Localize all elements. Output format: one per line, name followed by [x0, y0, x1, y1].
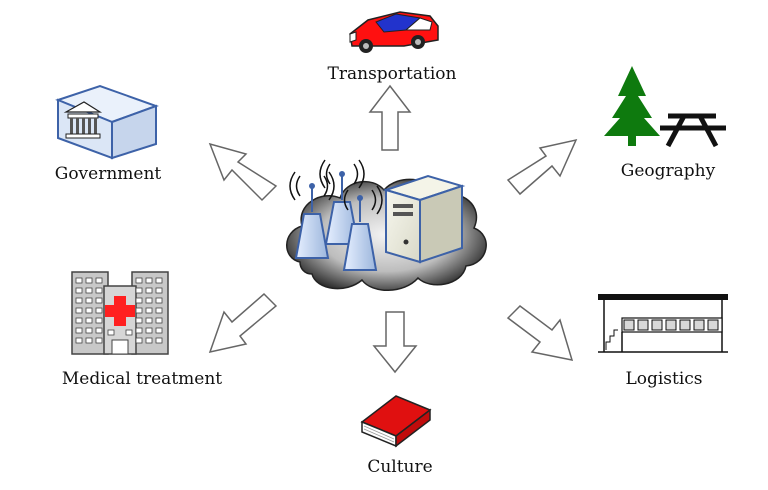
- book-icon: [360, 395, 432, 448]
- label-geography: Geography: [620, 161, 716, 181]
- government-building-icon: [55, 84, 159, 160]
- arrow-down: [372, 311, 418, 374]
- label-logistics: Logistics: [625, 369, 703, 389]
- label-culture: Culture: [367, 457, 433, 477]
- arrow-up: [368, 84, 412, 151]
- antenna-towers-icon: [289, 159, 383, 271]
- car-icon: [349, 11, 439, 53]
- hospital-icon: [71, 271, 169, 355]
- warehouse-icon: [598, 294, 728, 353]
- arrow-up-left: [208, 142, 278, 202]
- label-medical-treatment: Medical treatment: [61, 369, 223, 389]
- arrow-down-right: [506, 305, 574, 361]
- label-transportation: Transportation: [327, 64, 457, 84]
- cloud-server-icon: [286, 159, 487, 291]
- label-government: Government: [54, 164, 162, 184]
- server-icon: [382, 174, 466, 264]
- arrow-down-left: [208, 292, 278, 354]
- tree-icon: [604, 66, 660, 146]
- arrow-up-right: [506, 138, 578, 196]
- picnic-table-icon: [660, 113, 726, 148]
